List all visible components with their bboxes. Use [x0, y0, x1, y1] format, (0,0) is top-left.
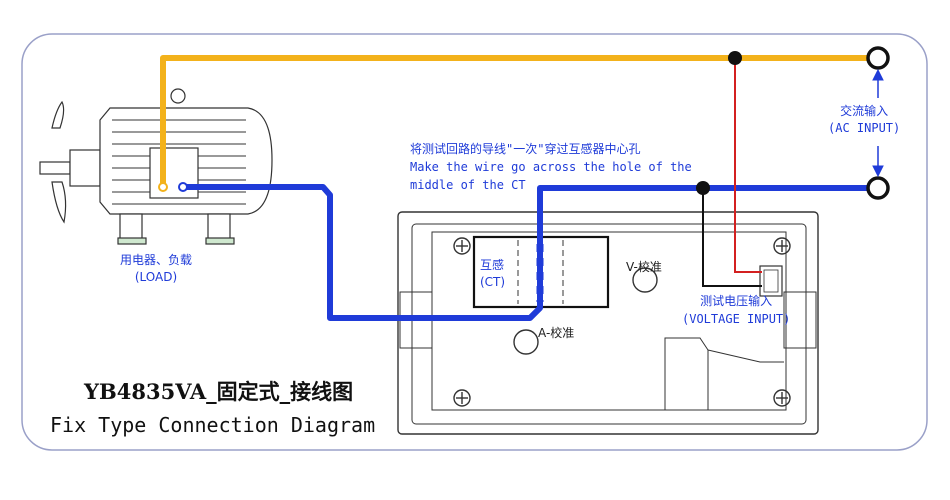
diagram-title-en: Fix Type Connection Diagram — [50, 413, 376, 437]
ac-input-label: 交流输入 (AC INPUT) — [828, 103, 900, 137]
load-en: (LOAD) — [134, 270, 178, 284]
arrow-up-icon — [872, 68, 884, 98]
voltage-input-en: (VOLTAGE INPUT) — [682, 312, 791, 326]
instruction-en-2: middle of the CT — [410, 178, 526, 192]
load-cn: 用电器、负载 — [120, 253, 193, 267]
ac-input-en: (AC INPUT) — [828, 121, 901, 135]
junction-dot-icon — [728, 51, 742, 65]
arrow-down-icon — [872, 146, 884, 178]
junction-dot-icon — [696, 181, 710, 195]
sense-wire-black — [702, 188, 762, 287]
ac-input-cn: 交流输入 — [840, 104, 889, 118]
terminal-ring-icon — [866, 176, 890, 200]
terminal-ring-icon — [866, 46, 890, 70]
meter-body — [397, 211, 819, 435]
diagram-title-cn: YB4835VA_固定式_接线图 — [84, 379, 354, 404]
motor-fan-icon — [39, 88, 273, 245]
instruction-en-1: Make the wire go across the hole of the — [410, 160, 692, 174]
voltage-input-connector — [759, 265, 783, 297]
voltage-input-cn: 测试电压输入 — [700, 294, 773, 308]
v-calibration-pot — [632, 267, 658, 293]
a-calibration-label: A-校准 — [538, 326, 575, 340]
ct-instruction: 将测试回路的导线"一次"穿过互感器中心孔 Make the wire go ac… — [410, 140, 692, 194]
ct-label: 互感 (CT) — [480, 257, 505, 291]
live-wire-orange — [160, 55, 872, 187]
sense-wire-red — [734, 58, 762, 273]
ct-en: (CT) — [480, 275, 506, 289]
v-calibration-label: V-校准 — [626, 260, 662, 274]
instruction-cn: 将测试回路的导线"一次"穿过互感器中心孔 — [410, 142, 641, 156]
voltage-input-label: 测试电压输入 (VOLTAGE INPUT) — [682, 292, 790, 328]
load-label: 用电器、负载 (LOAD) — [120, 252, 192, 286]
ct-cn: 互感 — [480, 258, 505, 272]
neutral-wire-blue — [183, 184, 872, 321]
a-calibration-pot — [513, 329, 539, 355]
